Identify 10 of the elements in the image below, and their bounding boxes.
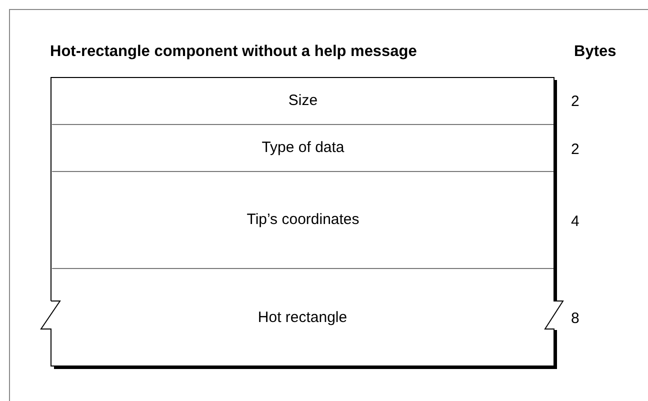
column-heading: Bytes (574, 42, 616, 62)
field-row: Type of data (52, 125, 554, 172)
byte-count: 2 (571, 92, 580, 112)
byte-count: 8 (571, 308, 580, 328)
byte-count: 2 (571, 140, 580, 160)
field-row: Hot rectangle (41, 270, 564, 366)
byte-count: 4 (571, 212, 580, 232)
diagram-title: Hot-rectangle component without a help message (50, 42, 417, 62)
field-row: Tip’s coordinates (52, 172, 554, 269)
field-row: Size (52, 78, 554, 125)
